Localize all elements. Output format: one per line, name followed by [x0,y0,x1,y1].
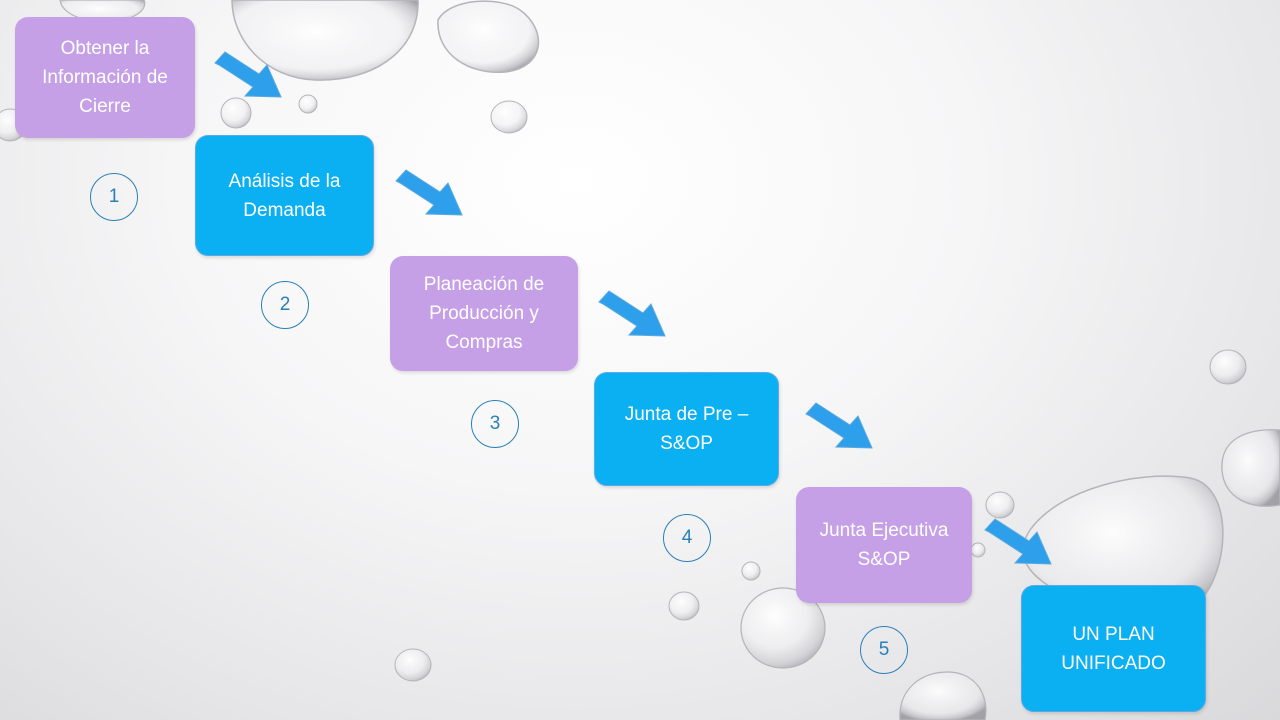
arrow-down-right-icon [984,518,1052,565]
result-box-plan-unificado: UN PLAN UNIFICADO [1021,585,1206,712]
step-box-obtener-informacion: Obtener la Información de Cierre [15,17,195,138]
water-drop [1221,429,1280,507]
step-number-5: 5 [860,626,908,674]
step-number-1: 1 [90,173,138,221]
water-drop [394,648,432,682]
arrow-down-right-icon [395,169,463,216]
water-drop [970,542,986,558]
water-drop [741,561,761,581]
water-drop [985,491,1015,519]
water-drop [231,0,419,81]
water-drop [740,587,826,669]
step-box-planeacion-produccion: Planeación de Producción y Compras [390,256,578,371]
step-number-3: 3 [471,400,519,448]
step-box-junta-pre-sop: Junta de Pre – S&OP [594,372,779,486]
water-drop [899,671,987,720]
arrow-down-right-icon [805,402,873,449]
step-box-analisis-demanda: Análisis de la Demanda [195,135,374,256]
arrow-down-right-icon [214,51,282,98]
arrow-down-right-icon [598,290,666,337]
water-drop [490,100,528,134]
water-drop [298,94,318,114]
water-drop [1209,349,1247,385]
step-number-4: 4 [663,514,711,562]
step-box-junta-ejecutiva-sop: Junta Ejecutiva S&OP [796,487,972,603]
water-drop [437,0,540,74]
water-drop [220,97,252,129]
water-drop [668,591,700,621]
step-number-2: 2 [261,281,309,329]
